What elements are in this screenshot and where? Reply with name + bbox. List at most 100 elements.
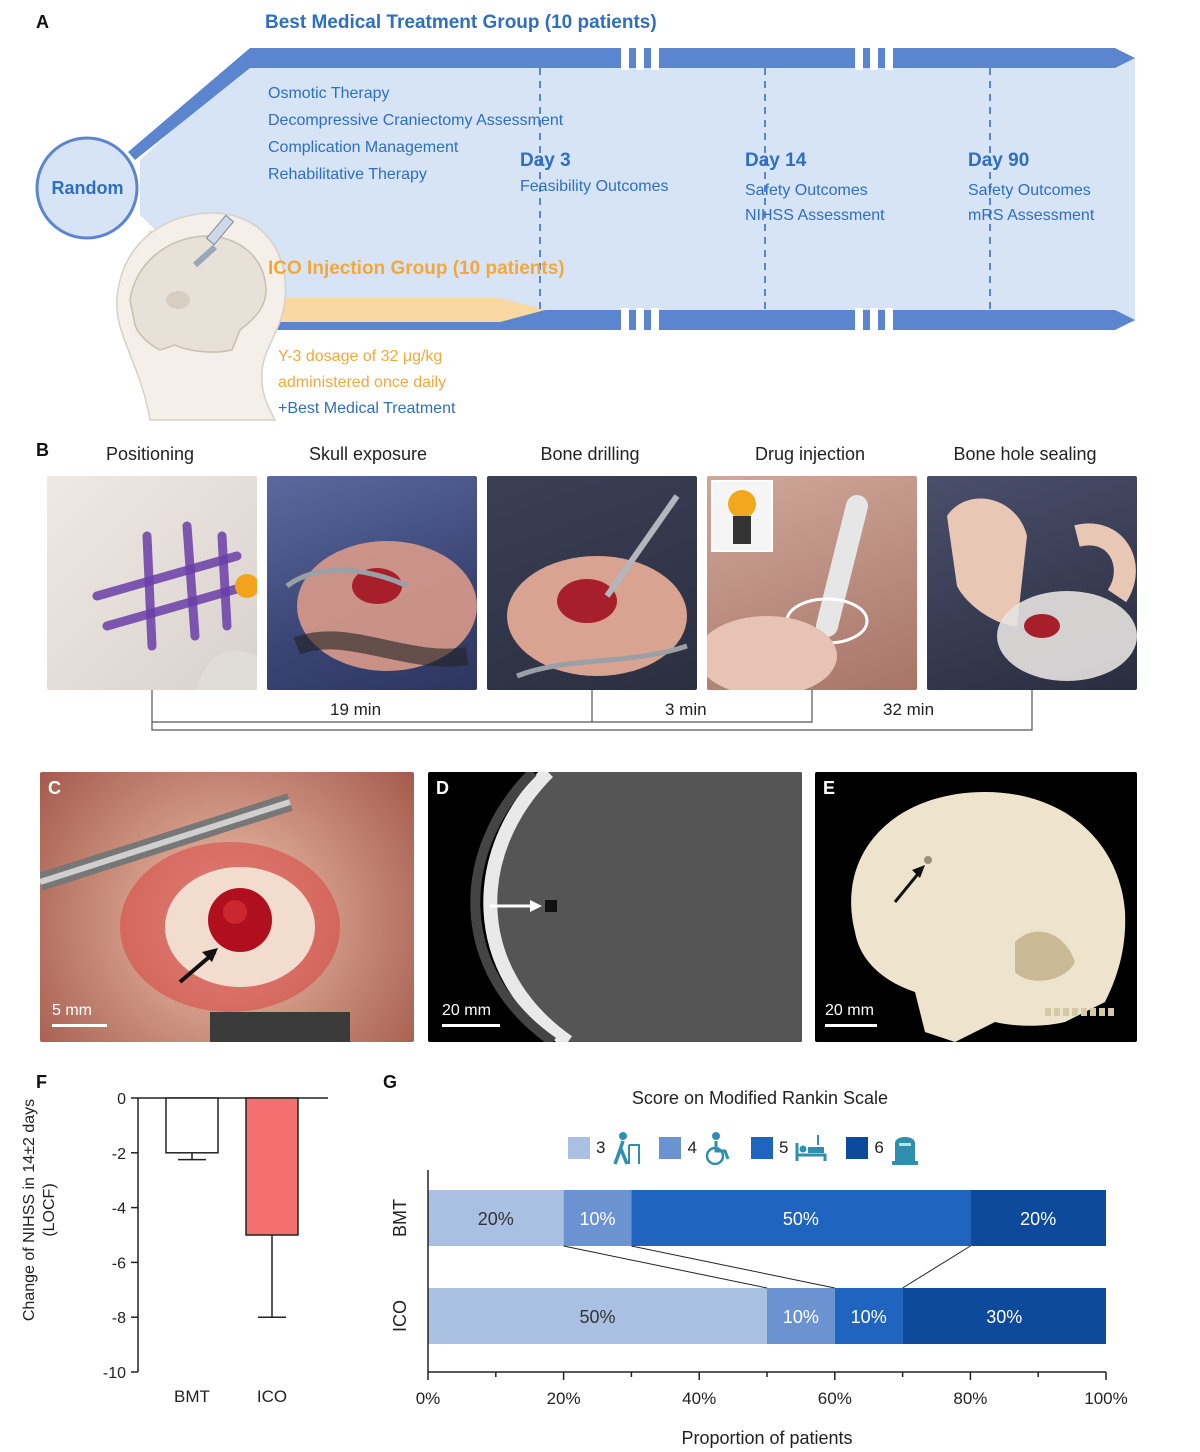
legend-score: 3: [596, 1138, 606, 1157]
duration-label: 32 min: [883, 700, 935, 719]
x-tick-label: BMT: [174, 1387, 210, 1406]
panel-c-label: C: [48, 778, 61, 798]
panel-f-label: F: [36, 1072, 47, 1092]
tombstone-icon: [891, 1137, 918, 1165]
ico-group-title: ICO Injection Group (10 patients): [268, 258, 565, 279]
legend-swatch: [568, 1137, 590, 1159]
legend-item: 4: [659, 1131, 732, 1165]
wheelchair-icon: [705, 1132, 730, 1165]
day-label: Day 3: [520, 150, 571, 171]
panel-d-ct: D 20 mm: [428, 772, 802, 1042]
random-label: Random: [51, 178, 124, 198]
scale-bar: [825, 1024, 877, 1027]
bmt-treatment-list: Osmotic Therapy Decompressive Craniectom…: [268, 80, 563, 188]
timeline-band: [140, 58, 1135, 322]
drug-injection-photo: [707, 476, 917, 690]
y-tick-label: -6: [112, 1255, 126, 1272]
scale-label: 5 mm: [52, 1002, 92, 1019]
bar-segment-bmt-mrs4: [563, 1190, 632, 1246]
panel-e-3d: E 20 mm: [815, 772, 1137, 1042]
y-tick-label: -10: [103, 1365, 126, 1382]
scale-label: 20 mm: [442, 1002, 491, 1019]
timepoint-day90: Day 90 Safety Outcomes mRS Assessment: [968, 150, 1094, 228]
bar-segment-bmt-mrs3: [428, 1190, 564, 1246]
x-tick-label: 40%: [682, 1389, 716, 1408]
bone-drilling-photo: [487, 476, 697, 690]
segment-label: 30%: [986, 1307, 1022, 1327]
x-tick-label: 20%: [547, 1389, 581, 1408]
connector-line: [631, 1245, 835, 1289]
step-title: Positioning: [105, 444, 195, 464]
panel-a-label: A: [36, 12, 49, 32]
bone-hole-sealing-photo: [927, 476, 1137, 690]
segment-label: 10%: [851, 1307, 887, 1327]
y-tick-label: -4: [112, 1201, 126, 1218]
random-circle: [35, 136, 139, 240]
step-title: Skull exposure: [308, 444, 428, 464]
timepoint-day3: Day 3 Feasibility Outcomes: [520, 150, 669, 196]
panel-c-photo: C 5 mm: [40, 772, 414, 1042]
y-tick-label: -2: [112, 1146, 126, 1163]
bmt-arrow: [128, 48, 1135, 160]
outcome-text: NIHSS Assessment: [745, 207, 885, 224]
x-tick-label: 60%: [818, 1389, 852, 1408]
scale-bar: [442, 1024, 500, 1027]
x-tick-label: ICO: [257, 1387, 287, 1406]
mrs-chart-title: Score on Modified Rankin Scale: [631, 1088, 889, 1108]
bar-segment-ico-mrs6: [902, 1288, 1106, 1344]
bmt-group-title: Best Medical Treatment Group (10 patient…: [265, 12, 657, 33]
dosage-text: Y-3 dosage of 32 μg/kg administered once…: [278, 344, 455, 422]
outcome-text: Feasibility Outcomes: [520, 178, 669, 195]
bar-segment-ico-mrs3: [428, 1288, 767, 1344]
x-tick-label: 80%: [953, 1389, 987, 1408]
skull-exposure-photo: [267, 476, 477, 690]
legend-item: 5: [750, 1131, 828, 1165]
panel-g-label: G: [383, 1072, 398, 1092]
bar-bmt: [165, 1097, 219, 1154]
scale-bar: [52, 1024, 107, 1027]
legend-swatch: [846, 1137, 869, 1159]
bmt-item: Osmotic Therapy: [268, 85, 390, 102]
segment-label: 50%: [579, 1307, 615, 1327]
mrs-stacked-chart: 20%10%50%20%BMT50%10%10%30%ICO0%20%40%60…: [390, 1170, 1128, 1448]
x-tick-label: 100%: [1084, 1389, 1127, 1408]
outcome-text: Safety Outcomes: [745, 182, 868, 199]
outcome-text: mRS Assessment: [968, 207, 1095, 224]
day-label: Day 14: [745, 150, 807, 171]
connector-line: [902, 1245, 971, 1289]
segment-label: 20%: [478, 1209, 514, 1229]
bar-segment-bmt-mrs5: [631, 1190, 971, 1246]
legend-score: 6: [874, 1138, 884, 1157]
x-axis-label: Proportion of patients: [681, 1428, 852, 1448]
scale-label: 20 mm: [825, 1002, 874, 1019]
step-title: Bone hole sealing: [953, 444, 1097, 464]
legend-swatch: [750, 1137, 773, 1159]
dosage-line: Y-3 dosage of 32 μg/kg: [278, 348, 443, 365]
bar-segment-ico-mrs5: [834, 1288, 903, 1344]
walker-icon: [613, 1132, 641, 1165]
positioning-photo: [47, 476, 257, 690]
y-category-label: ICO: [390, 1300, 410, 1332]
legend-score: 4: [687, 1138, 697, 1157]
bar-segment-bmt-mrs6: [970, 1190, 1106, 1246]
ylabel-line: (LOCF): [41, 1183, 58, 1237]
timepoint-day14: Day 14 Safety Outcomes NIHSS Assessment: [745, 150, 885, 228]
connector-line: [563, 1245, 768, 1289]
bed-icon: [795, 1135, 827, 1161]
x-tick-label: 0%: [416, 1389, 441, 1408]
panel-e-label: E: [823, 778, 836, 798]
y-tick-label: 0: [117, 1091, 126, 1108]
legend-swatch: [659, 1137, 682, 1159]
dosage-line: +Best Medical Treatment: [278, 400, 456, 417]
panel-b-label: B: [36, 440, 49, 460]
step-title: Bone drilling: [540, 444, 640, 464]
dosage-line: administered once daily: [278, 374, 447, 391]
panel-d-label: D: [436, 778, 449, 798]
legend-item: 6: [846, 1131, 919, 1165]
head-illustration: [116, 212, 287, 421]
segment-label: 10%: [579, 1209, 615, 1229]
bmt-item: Complication Management: [268, 139, 459, 156]
y-tick-label: -8: [112, 1310, 126, 1327]
duration-label: 19 min: [330, 700, 382, 719]
